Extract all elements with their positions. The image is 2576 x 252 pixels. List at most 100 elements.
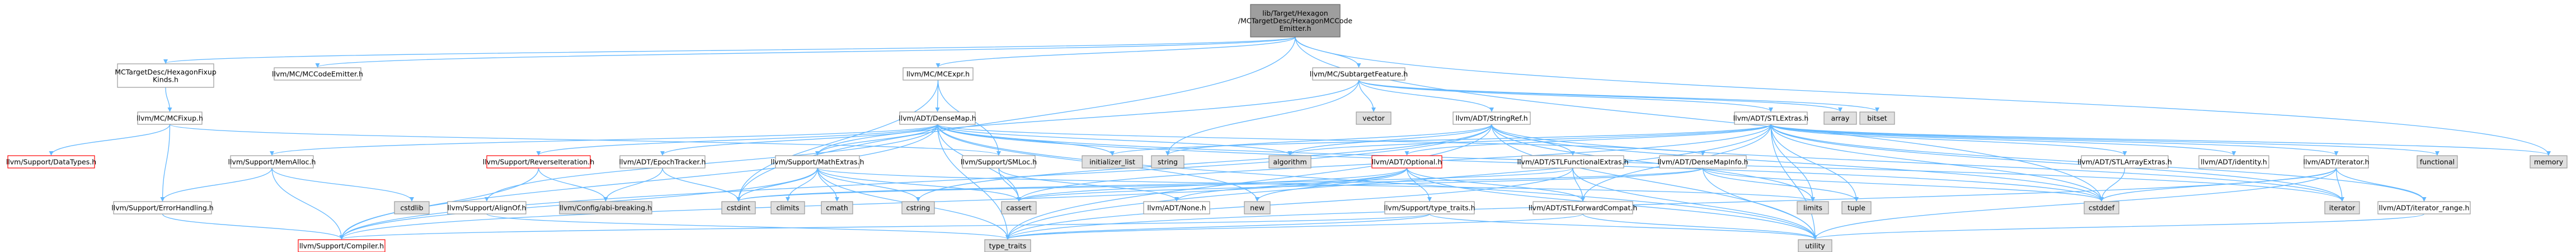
node-memory[interactable]: memory [2530,155,2568,169]
node-stlarray[interactable]: llvm/ADT/STLArrayExtras.h [2077,155,2172,169]
node-root[interactable]: lib/Target/Hexagon/MCTargetDesc/HexagonM… [1238,4,1353,38]
node-string[interactable]: string [1151,155,1184,169]
node-label: cstdint [727,204,751,212]
node-box [2084,201,2119,214]
node-iterator[interactable]: iterator [2324,201,2360,214]
node-limits[interactable]: limits [1797,201,1829,214]
node-iterrange[interactable]: llvm/ADT/iterator_range.h [2377,201,2471,214]
edge-stlextras-to-initlist [1110,124,1771,156]
node-bitset[interactable]: bitset [1859,111,1895,125]
edge-stringref-to-cstring [916,124,1492,202]
node-epochtracker[interactable]: llvm/ADT/EpochTracker.h [619,155,706,169]
edge-mcfixup-to-datatypes [49,124,171,156]
node-label: llvm/MC/MCFixup.h [137,114,203,123]
node-label: climits [777,204,800,212]
node-label: llvm/ADT/StringRef.h [1455,114,1527,123]
node-box [1250,4,1341,38]
node-label: /MCTargetDesc/HexagonMCCode [1238,17,1353,25]
node-mcfixup[interactable]: llvm/MC/MCFixup.h [137,111,203,125]
node-box [770,201,805,214]
node-label: initializer_list [1089,158,1135,166]
node-box [775,155,860,169]
node-cassert[interactable]: cassert [1001,201,1037,214]
node-subtarget[interactable]: llvm/MC/SubtargetFeature.h [1310,67,1408,81]
node-none[interactable]: llvm/ADT/None.h [1143,201,1210,214]
node-vector[interactable]: vector [1356,111,1392,125]
node-adtiterator[interactable]: llvm/ADT/iterator.h [2303,155,2370,169]
node-label: llvm/ADT/Optional.h [1372,158,1442,166]
node-stringref[interactable]: llvm/ADT/StringRef.h [1452,111,1531,125]
edge-subtarget-to-bitset [1358,80,1879,112]
edge-root-to-mcexpr [936,36,1296,68]
node-reverseiter[interactable]: llvm/Support/ReverseIteration.h [483,155,595,169]
node-climits[interactable]: climits [770,201,805,214]
node-alignof[interactable]: llvm/Support/AlignOf.h [447,201,527,214]
node-box [1659,155,1747,169]
edge-densemapinfo-to-cassert [1017,167,1704,202]
node-box [984,239,1031,252]
node-mcexpr[interactable]: llvm/MC/MCExpr.h [902,67,974,81]
node-cstdint[interactable]: cstdint [721,201,756,214]
node-stlfunctional[interactable]: llvm/ADT/STLFunctionalExtras.h [1517,155,1629,169]
node-label: llvm/Support/MathExtras.h [770,158,864,166]
edge-subtarget-to-vector [1358,80,1376,112]
node-datatypes[interactable]: llvm/Support/DataTypes.h [6,155,96,169]
edge-stlextras-to-functional [1770,124,2439,156]
node-densemap[interactable]: llvm/ADT/DenseMap.h [899,111,976,125]
node-box [2530,155,2568,169]
node-label: algorithm [1273,158,1306,166]
node-algorithm[interactable]: algorithm [1268,155,1311,169]
node-tuple[interactable]: tuple [1841,201,1872,214]
node-mccodeemitter[interactable]: llvm/MC/MCCodeEmitter.h [272,67,363,81]
edge-optional-to-stlforward [1406,167,1585,202]
node-label: lib/Target/Hexagon [1262,9,1328,17]
node-stlforward[interactable]: llvm/ADT/STLForwardCompat.h [1529,201,1638,214]
edge-simplestlist-to-cassert [998,167,1021,202]
node-cstddef[interactable]: cstddef [2084,201,2119,214]
node-box [1798,239,1832,252]
node-mathextras[interactable]: llvm/Support/MathExtras.h [770,155,864,169]
edge-densemap-to-typetraitsstd [937,124,1010,240]
edge-adtiterator-to-iterrange [2335,167,2427,202]
node-simplestlist[interactable]: llvm/Support/SMLoc.h [961,155,1037,169]
node-typetraits[interactable]: llvm/Support/type_traits.h [1384,201,1475,214]
node-cmath[interactable]: cmath [821,201,853,214]
edge-densemap-to-compiler [339,124,938,240]
edge-iterrange-to-utility [1813,213,2425,240]
node-box [1859,111,1895,125]
edge-reverseiter-to-configbreaking [538,167,608,202]
dependency-edges [49,36,2551,240]
node-box [2377,201,2471,214]
edge-mathextras-to-cstring [817,167,920,202]
node-errorhandling[interactable]: llvm/Support/ErrorHandling.h [111,201,214,214]
node-compiler[interactable]: llvm/Support/Compiler.h [298,239,386,252]
node-identity[interactable]: llvm/ADT/identity.h [2198,155,2269,169]
node-typetraitsstd[interactable]: type_traits [984,239,1031,252]
node-memalloc[interactable]: llvm/Support/MemAlloc.h [228,155,316,169]
node-label: llvm/Support/SMLoc.h [961,158,1037,166]
node-optional[interactable]: llvm/ADT/Optional.h [1371,155,1442,169]
node-box [1151,155,1184,169]
node-box [1841,201,1872,214]
node-functional[interactable]: functional [2417,155,2458,169]
node-label: llvm/Support/MemAlloc.h [228,158,316,166]
edge-densemap-to-mathextras [815,124,938,156]
node-box [2417,155,2458,169]
edge-adtiterator-to-typetraitsstd [1005,167,2337,240]
node-cstring[interactable]: cstring [901,201,935,214]
node-densemapinfo[interactable]: llvm/ADT/DenseMapInfo.h [1658,155,1748,169]
node-new[interactable]: new [1244,201,1271,214]
node-configbreaking[interactable]: llvm/Config/abi-breaking.h [559,201,652,214]
edge-optional-to-compiler [339,167,1408,240]
node-box [2198,155,2269,169]
node-initlist[interactable]: initializer_list [1082,155,1143,169]
node-cstdlib[interactable]: cstdlib [394,201,430,214]
node-box [1371,155,1442,169]
node-array[interactable]: array [1823,111,1857,125]
node-box [1384,201,1475,214]
node-stlextras[interactable]: llvm/ADT/STLExtras.h [1733,111,1809,125]
node-utility[interactable]: utility [1798,239,1832,252]
node-box [1452,111,1531,125]
